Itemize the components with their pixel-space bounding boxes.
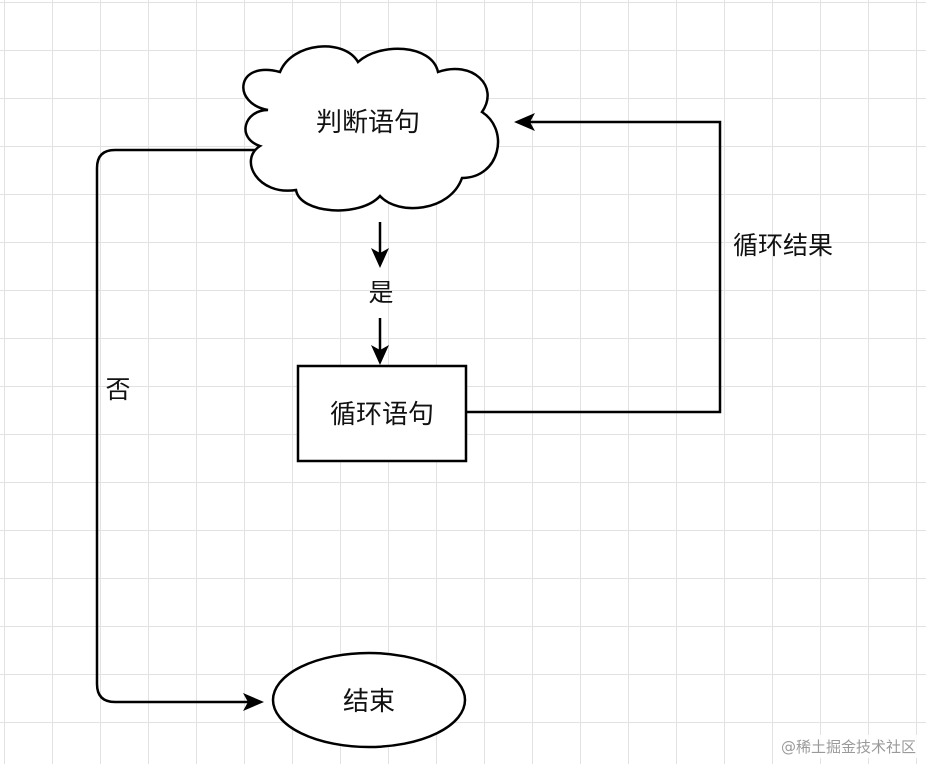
rect-shape <box>296 364 468 463</box>
node-end: 结束 <box>271 651 467 749</box>
edge-loop-result-label: 循环结果 <box>733 231 833 260</box>
watermark-text: @稀土掘金技术社区 <box>776 735 920 758</box>
node-end-label: 结束 <box>343 687 395 717</box>
node-loop-label: 循环语句 <box>330 400 434 430</box>
edge-no-arrowhead <box>243 693 264 711</box>
edge-yes-arrowhead-lower <box>371 345 389 365</box>
node-decision: 判断语句 <box>242 45 500 212</box>
edge-loop-result-arrowhead <box>514 113 535 131</box>
edge-loop-result-line <box>466 120 722 414</box>
edge-yes-label: 是 <box>368 278 393 307</box>
edge-yes-arrowhead-upper <box>371 248 389 268</box>
ellipse-shape <box>271 651 467 749</box>
edge-no-line <box>95 148 258 704</box>
edge-no-label: 否 <box>105 375 130 404</box>
cloud-shape <box>242 45 500 212</box>
node-decision-label: 判断语句 <box>316 108 420 138</box>
node-loop: 循环语句 <box>296 364 468 463</box>
